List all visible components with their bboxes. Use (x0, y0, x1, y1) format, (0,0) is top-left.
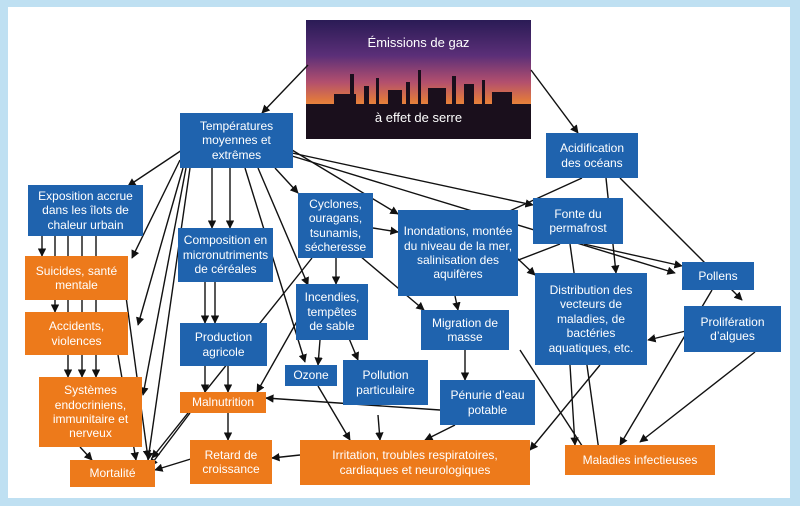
arrow (144, 167, 191, 461)
header-subtitle: à effet de serre (374, 110, 463, 125)
arrow (291, 152, 534, 208)
ghg-emissions-header: Émissions de gaz à effet de serre (306, 20, 531, 139)
arrow (149, 412, 191, 467)
arrow (314, 339, 323, 366)
arrow (583, 243, 683, 269)
node-irritation: Irritation, troubles respiratoires, card… (300, 440, 530, 485)
node-malnutrition: Malnutrition (180, 392, 266, 413)
arrow (154, 457, 195, 472)
arrow (647, 329, 691, 343)
node-mortalite: Mortalité (70, 460, 155, 487)
arrow (569, 364, 579, 446)
node-pollution: Pollution particulaire (343, 360, 428, 405)
arrow (375, 414, 384, 441)
arrow (317, 385, 351, 441)
node-retard: Retard de croissance (190, 440, 272, 484)
node-suicides: Suicides, santé mentale (25, 256, 128, 300)
arrow (359, 255, 425, 311)
node-ozone: Ozone (285, 365, 337, 386)
arrow (140, 167, 187, 396)
arrow (529, 364, 601, 451)
arrow (257, 167, 309, 286)
node-incendies: Incendies, tempêtes de sable (296, 284, 368, 340)
node-production: Production agricole (180, 323, 267, 366)
node-accidents: Accidents, violences (25, 312, 128, 355)
node-composition: Composition en micronutriments de céréal… (178, 228, 273, 282)
node-distribution: Distribution des vecteurs de maladies, d… (535, 273, 647, 365)
arrow (372, 226, 399, 235)
node-migration: Migration de masse (421, 310, 509, 350)
node-cyclones: Cyclones, ouragans, tsunamis, sécheresse (298, 193, 373, 258)
arrow (261, 64, 309, 114)
node-exposition: Exposition accrue dans les îlots de chal… (28, 185, 143, 236)
arrow (123, 281, 152, 459)
node-fonte: Fonte du permafrost (533, 198, 623, 244)
arrow (347, 335, 359, 361)
node-proliferation: Prolifération d’algues (684, 306, 781, 352)
refinery-silhouette (306, 70, 531, 139)
arrow (274, 167, 299, 194)
header-title: Émissions de gaz (367, 35, 470, 50)
arrow (424, 424, 456, 441)
arrow (244, 167, 307, 363)
arrow (131, 159, 181, 259)
node-penurie: Pénurie d’eau potable (440, 380, 535, 425)
node-temperatures: Températures moyennes et extrêmes (180, 113, 293, 168)
arrow (530, 69, 579, 134)
arrow (79, 446, 93, 461)
node-systemes: Systèmes endocriniens, immunitaire et ne… (39, 377, 142, 447)
node-pollens: Pollens (682, 262, 754, 290)
node-maladies: Maladies infectieuses (565, 445, 715, 475)
node-inondations: Inondations, montée du niveau de la mer,… (398, 210, 518, 296)
arrow (516, 257, 536, 276)
arrow (452, 295, 461, 311)
arrow (271, 453, 301, 462)
node-acidification: Acidification des océans (546, 133, 638, 178)
arrow (639, 351, 756, 443)
arrow (127, 149, 183, 187)
arrow (256, 315, 301, 393)
arrow (136, 167, 184, 326)
